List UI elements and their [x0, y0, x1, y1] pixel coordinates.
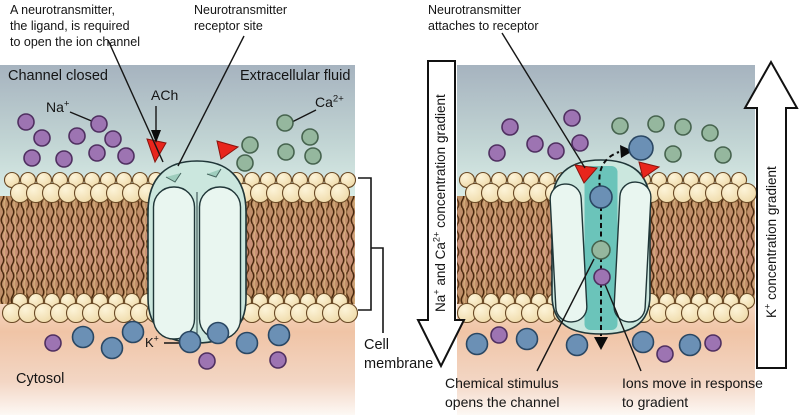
ca-ion-extracellular-left: [241, 136, 259, 154]
na-ion-extracellular-right: [563, 109, 581, 127]
pointer-lines: [69, 32, 642, 372]
k-ion-in-channel: [589, 185, 613, 209]
ions-layer: [17, 109, 732, 370]
ca-ion-extracellular-right: [701, 124, 719, 142]
receptor-site-note: Neurotransmitter receptor site: [194, 3, 288, 33]
ach-pointer-arrowhead: [151, 130, 161, 143]
ca-ion-extracellular-left: [236, 154, 254, 172]
ach-triangle-bound-left: [574, 164, 598, 184]
ach-label: ACh: [151, 87, 179, 103]
cell-membrane-label: Cell membrane: [364, 337, 434, 372]
na-ion-cytosol-left: [44, 334, 62, 352]
k-ion-cytosol-left: [178, 330, 202, 354]
k-ion-cytosol-left: [235, 331, 259, 355]
stimulus-note: Chemical stimulus opens the channel: [445, 375, 560, 410]
k-ion-cytosol-left: [100, 336, 124, 360]
k-ion-cytosol-left: [267, 323, 291, 347]
na-ion-extracellular-right: [501, 118, 519, 136]
k-ion-cytosol-left: [206, 321, 230, 345]
receptor-site-notch: [165, 172, 182, 183]
na-ion-cytosol-right: [490, 326, 508, 344]
na-ca-gradient-arrow-down: [416, 60, 466, 369]
ligand-note: A neurotransmitter, the ligand, is requi…: [10, 3, 140, 49]
na-ion-extracellular-left: [33, 129, 51, 147]
ach-triangle-bound-right: [638, 161, 661, 179]
na-ion-extracellular-left: [88, 144, 106, 162]
k-gradient-label: K+ concentration gradient: [762, 166, 780, 318]
ca-ion-extracellular-right: [647, 115, 665, 133]
ca-ion-label: Ca2+: [315, 93, 344, 110]
ca-ion-in-channel: [591, 240, 611, 260]
na-ion-label: Na+: [46, 98, 70, 115]
ca-ion-extracellular-left: [304, 147, 322, 165]
na-ca-gradient-label: Na+ and Ca2+ concentration gradient: [431, 94, 449, 312]
k-ion-cytosol-right: [678, 333, 702, 357]
ach-triangle-left-2: [216, 140, 240, 160]
cytosol-label: Cytosol: [16, 371, 65, 387]
k-ion-cytosol-right: [515, 327, 539, 351]
cell-membrane-bracket: [358, 177, 384, 333]
ca-ion-extracellular-left: [276, 114, 294, 132]
na-ion-extracellular-left: [68, 127, 86, 145]
ca-ion-extracellular-left: [277, 143, 295, 161]
extracellular-fluid-label: Extracellular fluid: [240, 68, 351, 84]
receptor-site-notch: [206, 168, 222, 178]
k-ion-cytosol-right: [565, 333, 589, 357]
k-ion-cytosol-right: [631, 330, 655, 354]
lipid-head: [728, 302, 750, 324]
ca-ion-extracellular-right: [611, 117, 629, 135]
k-ion-exiting-channel: [628, 135, 654, 161]
na-ion-extracellular-right: [488, 144, 506, 162]
k-exit-arrow: [598, 151, 620, 189]
na-ion-extracellular-right: [526, 135, 544, 153]
na-ion-cytosol-left: [269, 351, 287, 369]
lipid-head: [329, 182, 351, 204]
k-gradient-arrow-up: [743, 59, 799, 369]
k-ion-cytosol-left: [71, 325, 95, 349]
ions-move-note: Ions move in response to gradient: [622, 375, 763, 410]
attach-note: Neurotransmitter attaches to receptor: [428, 3, 539, 33]
k-ion-cytosol-left: [121, 320, 145, 344]
na-ion-extracellular-left: [117, 147, 135, 165]
na-ion-cytosol-left: [198, 352, 216, 370]
closed-channel: [147, 160, 247, 344]
ion-flow-arrows: [594, 145, 633, 350]
k-ion-label: K+: [145, 333, 159, 350]
na-ion-extracellular-left: [23, 149, 41, 167]
na-ion-cytosol-right: [704, 334, 722, 352]
na-ion-extracellular-left: [90, 115, 108, 133]
ca-ion-extracellular-right: [714, 146, 732, 164]
lipid-head: [736, 182, 758, 204]
na-ion-in-channel: [593, 268, 611, 286]
na-ion-cytosol-right: [656, 345, 674, 363]
na-ion-extracellular-left: [17, 113, 35, 131]
k-ion-cytosol-right: [465, 332, 489, 356]
na-ion-extracellular-right: [571, 134, 589, 152]
lipid-head: [337, 302, 359, 324]
ca-ion-extracellular-right: [664, 145, 682, 163]
na-ion-extracellular-left: [104, 130, 122, 148]
ca-ion-extracellular-left: [301, 128, 319, 146]
na-ion-extracellular-right: [547, 142, 565, 160]
na-ion-extracellular-left: [55, 150, 73, 168]
state-label: Channel closed: [8, 68, 108, 84]
ca-ion-extracellular-right: [674, 118, 692, 136]
